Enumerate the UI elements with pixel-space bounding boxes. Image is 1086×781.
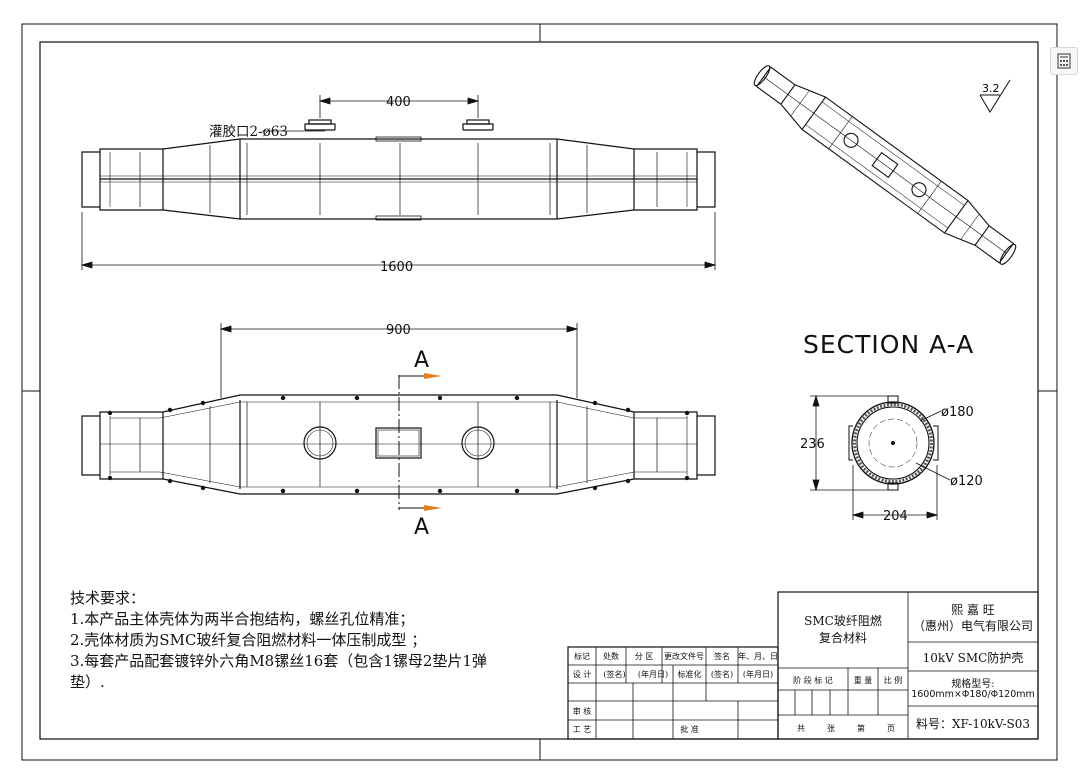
- calculator-icon: [1057, 53, 1071, 69]
- port-label: 灌胶口2-ø63: [209, 123, 288, 140]
- isometric-view: [753, 65, 1017, 265]
- hdr-date: 年、月、日: [738, 652, 778, 661]
- section-mark-bottom: A: [414, 515, 429, 540]
- spec-value: 1600mm×Φ180/Φ120mm: [911, 689, 1035, 700]
- section-dimensions: [810, 394, 951, 520]
- dim-port-spacing-label: 400: [386, 95, 411, 110]
- row-standard-sign: (签名): [710, 670, 734, 679]
- row-design: 设 计: [572, 670, 592, 679]
- company-cell: 熙 嘉 旺 （惠州）电气有限公司: [908, 602, 1038, 634]
- row-approve: 批 准: [680, 725, 699, 734]
- roughness-symbol: [979, 79, 1011, 113]
- row-review: 审 核: [572, 707, 592, 716]
- top-view: [81, 119, 716, 221]
- section-mark-top: A: [414, 348, 429, 373]
- hdr-mark: 标记: [574, 652, 590, 661]
- front-view: [81, 394, 716, 495]
- note-line-3: 3.每套产品配套镀锌外六角M8镙丝16套（包含1镙母2垫片1弹: [70, 652, 487, 670]
- section-view: [848, 395, 939, 491]
- weight-header: 重 量: [853, 676, 873, 685]
- technical-notes: 技术要求： 1.本产品主体壳体为两半合抱结构，螺丝孔位精准； 2.壳体材质为SM…: [70, 588, 540, 693]
- material-line-1: SMC玻纤阻燃: [804, 614, 882, 628]
- dim-width-label: 204: [883, 509, 908, 524]
- title-block-grid: [567, 591, 1039, 740]
- row-standard: 标准化: [677, 670, 702, 679]
- material-line-2: 复合材料: [818, 631, 867, 645]
- row-design-date: (年月日): [637, 670, 669, 679]
- section-cut-line: [398, 373, 442, 511]
- company-line-2: （惠州）电气有限公司: [912, 619, 1033, 633]
- dim-height-label: 236: [800, 437, 825, 452]
- material-cell: SMC玻纤阻燃 复合材料: [778, 613, 908, 647]
- stage-mark-header: 阶 段 标 记: [793, 676, 833, 685]
- calculator-button[interactable]: [1050, 47, 1078, 75]
- hdr-change-doc: 更改文件号: [664, 652, 704, 661]
- sheet-page-label: 页: [887, 724, 895, 733]
- row-standard-date: (年月日): [742, 670, 774, 679]
- notes-heading: 技术要求：: [70, 589, 146, 607]
- note-line-2: 2.壳体材质为SMC玻纤复合阻燃材料一体压制成型 ；: [70, 631, 427, 649]
- sheet-index-label: 第: [857, 724, 865, 733]
- bolt-holes: [107, 395, 690, 494]
- sheet-total-label: 共: [797, 724, 805, 733]
- dim-span-label: 900: [386, 323, 411, 338]
- product-name: 10kV SMC防护壳: [922, 651, 1024, 665]
- hdr-sign: 签名: [714, 652, 730, 661]
- roughness-value: 3.2: [982, 82, 1000, 95]
- row-design-sign: (签名): [603, 670, 626, 679]
- spec-label: 规格型号:: [951, 679, 995, 690]
- note-line-1: 1.本产品主体壳体为两半合抱结构，螺丝孔位精准；: [70, 610, 415, 628]
- span-dimension: [219, 323, 579, 398]
- sheet-unit-label: 张: [827, 724, 835, 733]
- scale-header: 比 例: [883, 676, 903, 685]
- note-line-4: 垫）.: [70, 673, 105, 691]
- hdr-count: 处数: [603, 652, 619, 661]
- row-process: 工 艺: [572, 725, 592, 734]
- part-number: 料号：XF-10kV-S03: [915, 717, 1031, 731]
- dim-inner-label: ø120: [950, 474, 983, 489]
- dim-outer-label: ø180: [941, 405, 974, 420]
- dim-length-label: 1600: [380, 260, 413, 275]
- hdr-zone: 分 区: [634, 652, 654, 661]
- section-title: SECTION A-A: [803, 330, 974, 359]
- company-line-1: 熙 嘉 旺: [951, 603, 995, 617]
- center-marks: [22, 24, 1057, 760]
- top-view-dimensions: [80, 95, 717, 270]
